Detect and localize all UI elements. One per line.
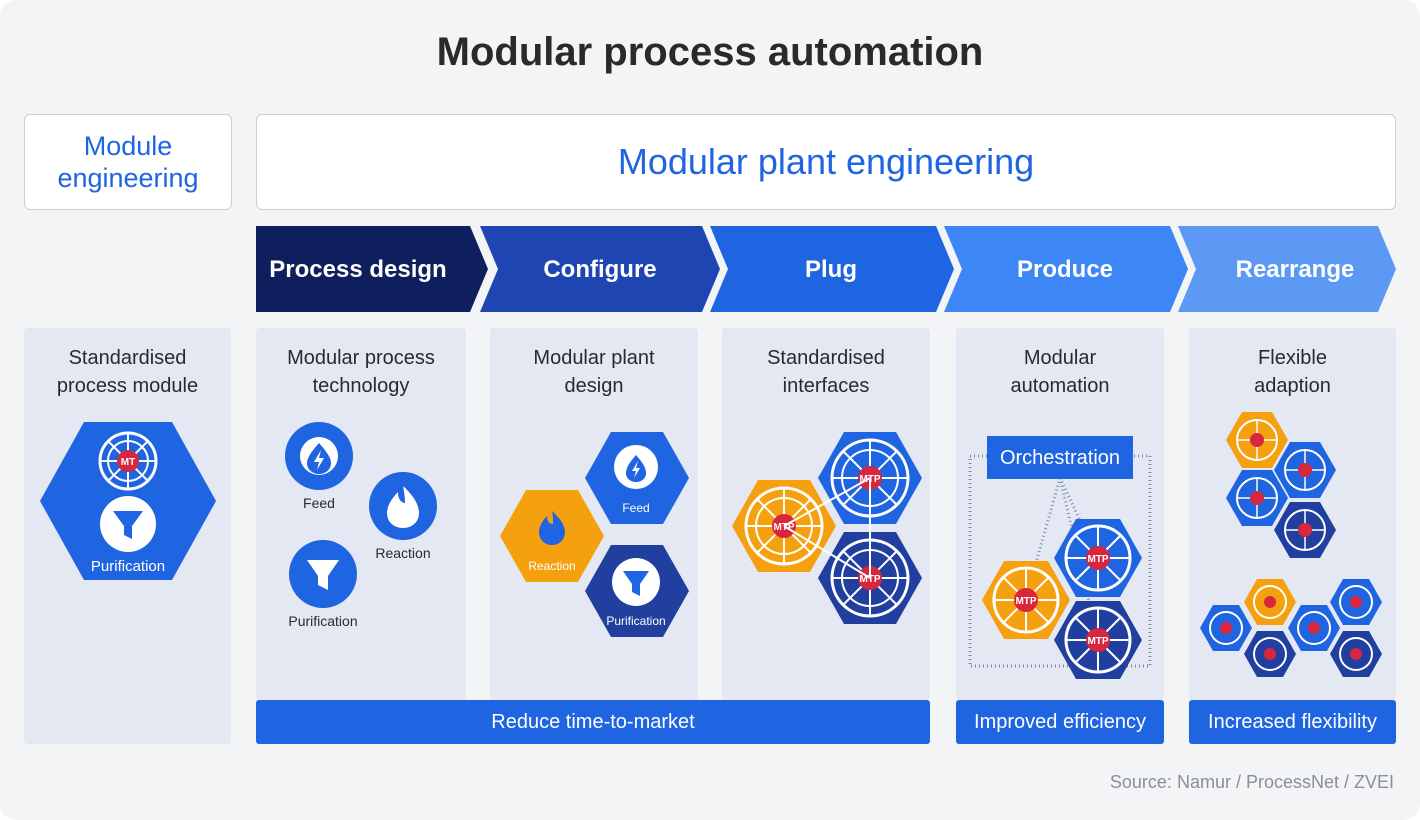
orchestration-label: Orchestration (1000, 447, 1120, 469)
svg-text:MTP: MTP (1087, 554, 1108, 565)
feed-hex-label: Feed (622, 501, 649, 515)
purification-icon (100, 496, 156, 552)
orchestration-box: Orchestration (987, 436, 1133, 479)
automation-mtp-blue: MTP (1054, 519, 1142, 597)
column-title-process-technology: Modular process technology (287, 347, 435, 397)
column-title-adaption: Flexible adaption (1254, 347, 1331, 397)
feed-node: Feed (285, 422, 353, 511)
step-plug: Plug (710, 226, 954, 312)
mtp-connections (783, 477, 871, 579)
purification-node: Purification (288, 540, 358, 629)
step-process-design-label: Process design (269, 256, 446, 283)
outcome-flexibility: Increased flexibility (1189, 700, 1396, 744)
purification-node-label: Purification (288, 613, 357, 629)
step-plug-label: Plug (805, 256, 857, 283)
step-produce-label: Produce (1017, 256, 1113, 283)
svg-text:MTP: MTP (859, 574, 880, 585)
step-configure: Configure (480, 226, 720, 312)
module-engineering-label: Module engineering (57, 131, 199, 193)
svg-text:MTP: MTP (1087, 636, 1108, 647)
plant-engineering-label: Modular plant engineering (617, 141, 1035, 182)
reaction-node: Reaction (369, 472, 437, 561)
svg-text:MTP: MTP (773, 522, 794, 533)
step-rearrange: Rearrange (1178, 226, 1396, 312)
purification-label: Purification (91, 558, 165, 575)
column-title-standardised-module: Standardised process module (56, 347, 199, 397)
feed-hexagon: Feed (585, 432, 689, 524)
reaction-hex-label: Reaction (528, 559, 575, 573)
feed-label: Feed (303, 495, 335, 511)
outcome-time-to-market: Reduce time-to-market (256, 700, 930, 744)
step-produce: Produce (944, 226, 1188, 312)
plant-engineering-box: Modular plant engineering (256, 114, 1396, 210)
reaction-hexagon: Reaction (500, 490, 604, 582)
process-module-hexagon: MT Purification (40, 422, 216, 580)
purification-hex-label: Purification (606, 614, 665, 628)
module-engineering-box: Module engineering (24, 114, 232, 210)
page-title: Modular process automation (436, 30, 984, 74)
outcome-efficiency: Improved efficiency (956, 700, 1164, 744)
purification-hexagon: Purification (585, 545, 689, 637)
adaption-cluster-bottom (1200, 579, 1382, 677)
column-title-plant-design: Modular plant design (533, 347, 655, 397)
column-title-interfaces: Standardised interfaces (767, 347, 885, 397)
reaction-label: Reaction (375, 545, 430, 561)
automation-mtp-orange: MTP (982, 561, 1070, 639)
mt-wheel-icon: MT (98, 431, 158, 491)
svg-text:MTP: MTP (1015, 596, 1036, 607)
svg-text:MT: MT (121, 457, 135, 468)
binary-frame (968, 454, 1152, 668)
step-rearrange-label: Rearrange (1236, 256, 1355, 283)
source-note: Source: Namur / ProcessNet / ZVEI (1109, 772, 1394, 792)
adaption-cluster-top (1226, 412, 1336, 558)
automation-mtp-dark: MTP (1054, 601, 1142, 679)
column-title-automation: Modular automation (1010, 347, 1110, 397)
step-process-design: Process design (256, 226, 488, 312)
step-configure-label: Configure (543, 256, 656, 283)
